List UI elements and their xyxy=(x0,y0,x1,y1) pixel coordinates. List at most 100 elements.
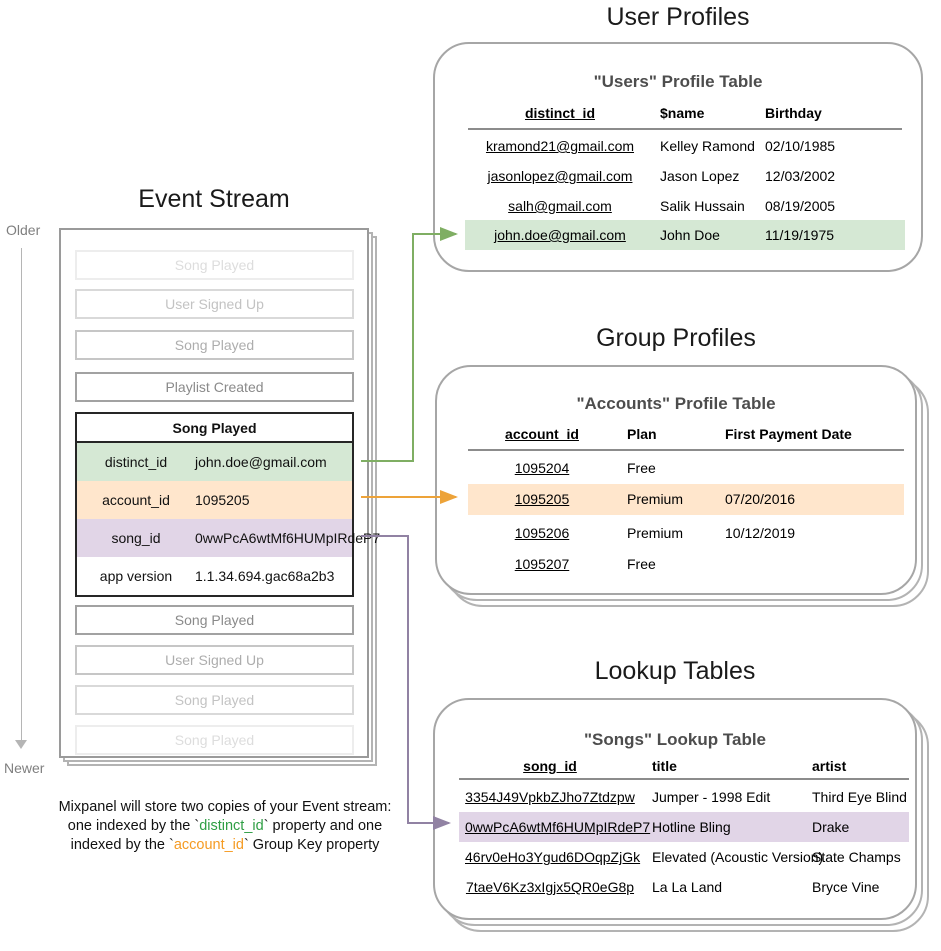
cell-distinct-id: salh@gmail.com xyxy=(508,198,612,214)
property-row-account-id: account_id 1095205 xyxy=(77,481,352,519)
cell-title: Jumper - 1998 Edit xyxy=(652,789,771,805)
cell-artist: Drake xyxy=(812,819,850,835)
timeline-line xyxy=(21,248,22,742)
cell-song-id: 3354J49VpkbZJho7Ztdzpw xyxy=(465,789,635,805)
cell-title: Elevated (Acoustic Version) xyxy=(652,849,824,865)
accounts-profile-box: "Accounts" Profile Table account_id Plan… xyxy=(435,365,917,595)
caption-account-id-code: account_id xyxy=(173,837,244,853)
table-row-highlighted: 0wwPcA6wtMf6HUMpIRdeP7 Hotline Bling Dra… xyxy=(435,812,915,842)
table-row: 1095204 Free xyxy=(437,453,915,484)
cell-distinct-id: kramond21@gmail.com xyxy=(485,138,635,154)
cell-plan: Premium xyxy=(627,525,684,541)
event-row: Song Played xyxy=(75,605,354,635)
group-profiles-title: Group Profiles xyxy=(596,324,756,352)
property-key: distinct_id xyxy=(104,454,168,470)
cell-plan: Free xyxy=(627,460,656,476)
lookup-tables-title: Lookup Tables xyxy=(594,657,756,685)
column-header-name: $name xyxy=(660,105,705,121)
column-header-distinct-id: distinct_id xyxy=(524,105,595,121)
table-row-highlighted: 1095205 Premium 07/20/2016 xyxy=(437,484,915,515)
caption: Mixpanel will store two copies of your E… xyxy=(58,799,392,853)
property-key: account_id xyxy=(102,492,170,508)
table-row: 1095207 Free xyxy=(437,549,915,580)
table-row: 3354J49VpkbZJho7Ztdzpw Jumper - 1998 Edi… xyxy=(435,782,915,812)
event-row-faded: User Signed Up xyxy=(75,289,354,319)
user-profiles-title: User Profiles xyxy=(606,3,750,31)
cell-name: Jason Lopez xyxy=(660,168,740,184)
table-row: salh@gmail.com Salik Hussain 08/19/2005 xyxy=(435,192,921,221)
column-header-birthday: Birthday xyxy=(765,105,822,121)
cell-account-id: 1095205 xyxy=(514,491,570,507)
event-card-title: Song Played xyxy=(77,414,352,443)
users-table-title: "Users" Profile Table xyxy=(593,72,763,91)
cell-title: La La Land xyxy=(652,879,723,895)
column-header-song-id: song_id xyxy=(523,758,577,774)
accounts-table-title: "Accounts" Profile Table xyxy=(576,394,776,413)
column-header-artist: artist xyxy=(812,758,847,774)
event-card-song-played: Song Played distinct_id john.doe@gmail.c… xyxy=(75,412,380,597)
cell-account-id: 1095206 xyxy=(514,525,570,541)
column-header-title: title xyxy=(652,758,677,774)
table-row-highlighted: john.doe@gmail.com John Doe 11/19/1975 xyxy=(435,221,921,250)
cell-distinct-id: john.doe@gmail.com xyxy=(494,227,626,243)
property-value: 0wwPcA6wtMf6HUMpIRdeP7 xyxy=(195,530,381,546)
property-row-distinct-id: distinct_id john.doe@gmail.com xyxy=(77,443,352,481)
cell-song-id: 7taeV6Kz3xIgjx5QR0eG8p xyxy=(465,879,635,895)
cell-birthday: 02/10/1985 xyxy=(765,138,836,154)
cell-account-id: 1095207 xyxy=(514,556,570,572)
cell-artist: Bryce Vine xyxy=(812,879,880,895)
cell-first-payment-date: 10/12/2019 xyxy=(725,525,796,541)
users-highlighted-row-bg xyxy=(465,220,905,250)
cell-name: John Doe xyxy=(660,227,720,243)
cell-distinct-id: jasonlopez@gmail.com xyxy=(487,168,633,184)
property-row-app-version: app version 1.1.34.694.gac68a2b3 xyxy=(77,557,352,595)
header-rule xyxy=(468,128,902,130)
cell-artist: State Champs xyxy=(812,849,901,865)
accounts-highlighted-row-bg xyxy=(468,484,904,515)
event-row-faded: Song Played xyxy=(75,685,354,715)
property-value: 1.1.34.694.gac68a2b3 xyxy=(195,568,335,584)
songs-table-title: "Songs" Lookup Table xyxy=(583,730,767,749)
songs-highlighted-row-bg xyxy=(459,812,909,842)
property-value: john.doe@gmail.com xyxy=(195,454,327,470)
table-row: 7taeV6Kz3xIgjx5QR0eG8p La La Land Bryce … xyxy=(435,872,915,902)
column-header-first-payment-date: First Payment Date xyxy=(725,426,852,442)
table-row: 46rv0eHo3Ygud6DOqpZjGk Elevated (Acousti… xyxy=(435,842,915,872)
cell-account-id: 1095204 xyxy=(514,460,570,476)
cell-birthday: 11/19/1975 xyxy=(765,227,835,243)
timeline-arrowhead-icon xyxy=(15,740,27,749)
header-rule xyxy=(468,449,904,451)
column-header-plan: Plan xyxy=(627,426,657,442)
column-header-account-id: account_id xyxy=(505,426,579,442)
cell-name: Kelley Ramond xyxy=(660,138,755,154)
event-row-faded: Song Played xyxy=(75,725,354,755)
event-row-faded: Song Played xyxy=(75,250,354,280)
event-row: Playlist Created xyxy=(75,372,354,402)
property-value: 1095205 xyxy=(195,492,250,508)
cell-birthday: 12/03/2002 xyxy=(765,168,836,184)
table-row: jasonlopez@gmail.com Jason Lopez 12/03/2… xyxy=(435,162,921,191)
users-profile-box: "Users" Profile Table distinct_id $name … xyxy=(433,42,923,272)
caption-distinct-id-code: distinct_id xyxy=(199,818,264,834)
property-key: song_id xyxy=(111,530,161,546)
newer-label: Newer xyxy=(4,760,45,776)
cell-plan: Free xyxy=(627,556,656,572)
cell-birthday: 08/19/2005 xyxy=(765,198,836,214)
event-row-faded: User Signed Up xyxy=(75,645,354,675)
cell-title: Hotline Bling xyxy=(652,819,731,835)
cell-first-payment-date: 07/20/2016 xyxy=(725,491,796,507)
property-key: app version xyxy=(99,568,173,584)
event-stream-box: Song Played User Signed Up Song Played P… xyxy=(59,228,380,758)
table-row: 1095206 Premium 10/12/2019 xyxy=(437,518,915,549)
table-row: kramond21@gmail.com Kelley Ramond 02/10/… xyxy=(435,132,921,161)
event-row-faded: Song Played xyxy=(75,330,354,360)
cell-song-id: 46rv0eHo3Ygud6DOqpZjGk xyxy=(465,849,641,865)
caption-line1: Mixpanel will store two copies of your E… xyxy=(58,799,392,815)
cell-artist: Third Eye Blind xyxy=(812,789,907,805)
cell-plan: Premium xyxy=(627,491,684,507)
event-stream-title: Event Stream xyxy=(138,185,290,213)
songs-lookup-box: "Songs" Lookup Table song_id title artis… xyxy=(433,698,917,920)
cell-song-id: 0wwPcA6wtMf6HUMpIRdeP7 xyxy=(465,819,651,835)
older-label: Older xyxy=(6,222,41,238)
